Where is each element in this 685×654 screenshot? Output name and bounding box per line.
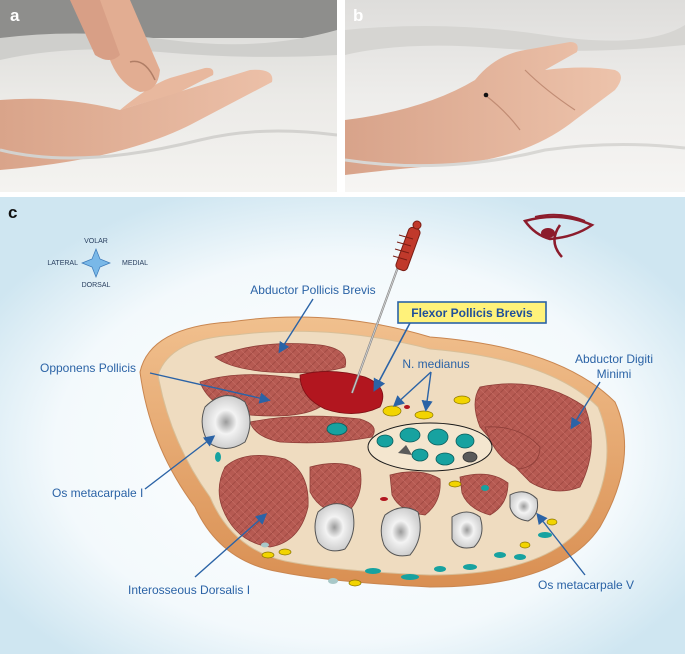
metacarpal-ii-bone [314, 503, 355, 552]
os-metacarpale-i-bone [201, 395, 251, 449]
compass-dorsal-label: DORSAL [82, 282, 111, 289]
os-metacarpale-i-label: Os metacarpale I [52, 486, 143, 500]
interosseous-muscle-2 [309, 463, 362, 516]
n-medianus-label: N. medianus [402, 357, 469, 371]
needle-icon [350, 220, 422, 394]
abductor-digiti-minimi-label-line1: Abductor Digiti [575, 352, 653, 366]
abductor-pollicis-brevis-label: Abductor Pollicis Brevis [250, 283, 375, 297]
panel-letter-a: a [10, 6, 20, 25]
metacarpal-bones [201, 395, 539, 557]
cross-section-diagram-panel: VOLAR LATERAL MEDIAL DORSAL Flexor Polli… [0, 197, 685, 654]
interosseous-dorsalis-i-muscle [218, 455, 309, 548]
injection-point-marker [483, 92, 489, 98]
compass-lateral-label: LATERAL [47, 260, 78, 267]
compass-medial-label: MEDIAL [122, 260, 148, 267]
hand-point-marked-photo [345, 0, 685, 192]
interosseous-muscle-3 [389, 471, 441, 516]
os-metacarpale-v-bone [509, 491, 539, 522]
hand-palpation-photo [0, 0, 337, 192]
blood-vessels [206, 405, 552, 584]
abductor-pollicis-brevis-muscle [214, 343, 347, 374]
opponens-pollicis-label: Opponens Pollicis [40, 361, 136, 375]
flexor-pollicis-brevis-callout-box [397, 301, 547, 324]
lumbrical-muscle [484, 426, 541, 470]
photo-panel-b [345, 0, 685, 192]
interosseous-dorsalis-i-label: Interosseous Dorsalis I [128, 583, 250, 597]
os-metacarpale-v-label: Os metacarpale V [538, 578, 634, 592]
hand-cross-section-illustration: VOLAR LATERAL MEDIAL DORSAL Flexor Polli… [0, 197, 685, 654]
panel-letter-c: c [8, 203, 18, 222]
compass-icon [81, 248, 111, 278]
interosseous-muscle-4 [459, 473, 509, 516]
abductor-digiti-minimi-label-line2: Minimi [597, 367, 632, 381]
metacarpal-iv-bone [451, 511, 483, 549]
flexor-pollicis-brevis-muscle [299, 371, 384, 414]
metacarpal-iii-bone [380, 507, 421, 557]
abductor-digiti-minimi-muscle [474, 383, 592, 492]
adductor-region-muscle [249, 415, 375, 444]
panel-letter-b: b [353, 6, 364, 25]
compass-volar-label: VOLAR [84, 238, 108, 245]
leader-lines [144, 298, 601, 578]
flexor-pollicis-brevis-callout-label: Flexor Pollicis Brevis [411, 306, 533, 320]
photo-panel-a [0, 0, 337, 192]
eye-icon [522, 213, 595, 258]
flexor-tendons [376, 427, 478, 466]
